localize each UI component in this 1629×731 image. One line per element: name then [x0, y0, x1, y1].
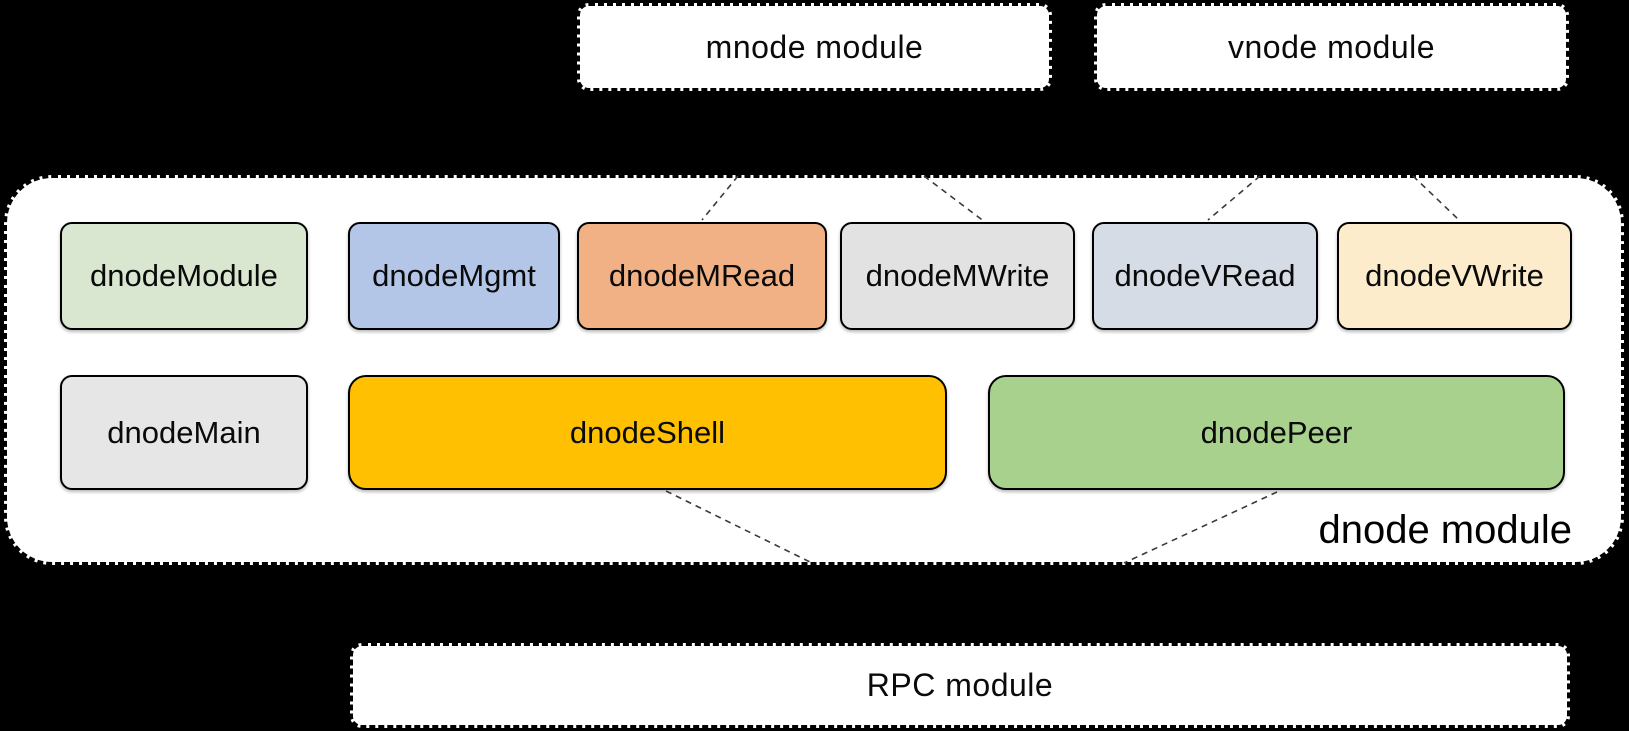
- dnodeMWrite-box: dnodeMWrite: [840, 222, 1075, 330]
- dnodeMgmt-label: dnodeMgmt: [372, 258, 536, 293]
- vnode-module-label: vnode module: [1227, 28, 1436, 65]
- dnodeVWrite-label: dnodeVWrite: [1365, 258, 1544, 293]
- dnodeMRead-box: dnodeMRead: [577, 222, 827, 330]
- dnodeMain-label: dnodeMain: [107, 414, 261, 450]
- dnodeMgmt-box: dnodeMgmt: [348, 222, 560, 330]
- dnodeVRead-label: dnodeVRead: [1114, 258, 1296, 293]
- dnodeShell-box: dnodeShell: [348, 375, 947, 490]
- dnodeMWrite-label: dnodeMWrite: [865, 258, 1050, 293]
- dnodePeer-label: dnodePeer: [1200, 414, 1353, 450]
- mnode-module-label: mnode module: [705, 28, 924, 65]
- vnode-module-box: vnode module: [1094, 3, 1569, 91]
- rpc-module-label: RPC module: [866, 667, 1054, 703]
- dnodeModule-box: dnodeModule: [60, 222, 308, 330]
- dnodeVWrite-box: dnodeVWrite: [1337, 222, 1572, 330]
- rpc-module-box: RPC module: [350, 643, 1570, 728]
- dnodeMain-box: dnodeMain: [60, 375, 308, 490]
- mnode-module-box: mnode module: [577, 3, 1052, 91]
- dnode-module-caption: dnode module: [1318, 508, 1572, 552]
- dnodeModule-label: dnodeModule: [90, 258, 278, 293]
- dnodeShell-label: dnodeShell: [569, 414, 726, 450]
- dnodeMRead-label: dnodeMRead: [608, 258, 796, 293]
- dnodeVRead-box: dnodeVRead: [1092, 222, 1318, 330]
- dnodePeer-box: dnodePeer: [988, 375, 1565, 490]
